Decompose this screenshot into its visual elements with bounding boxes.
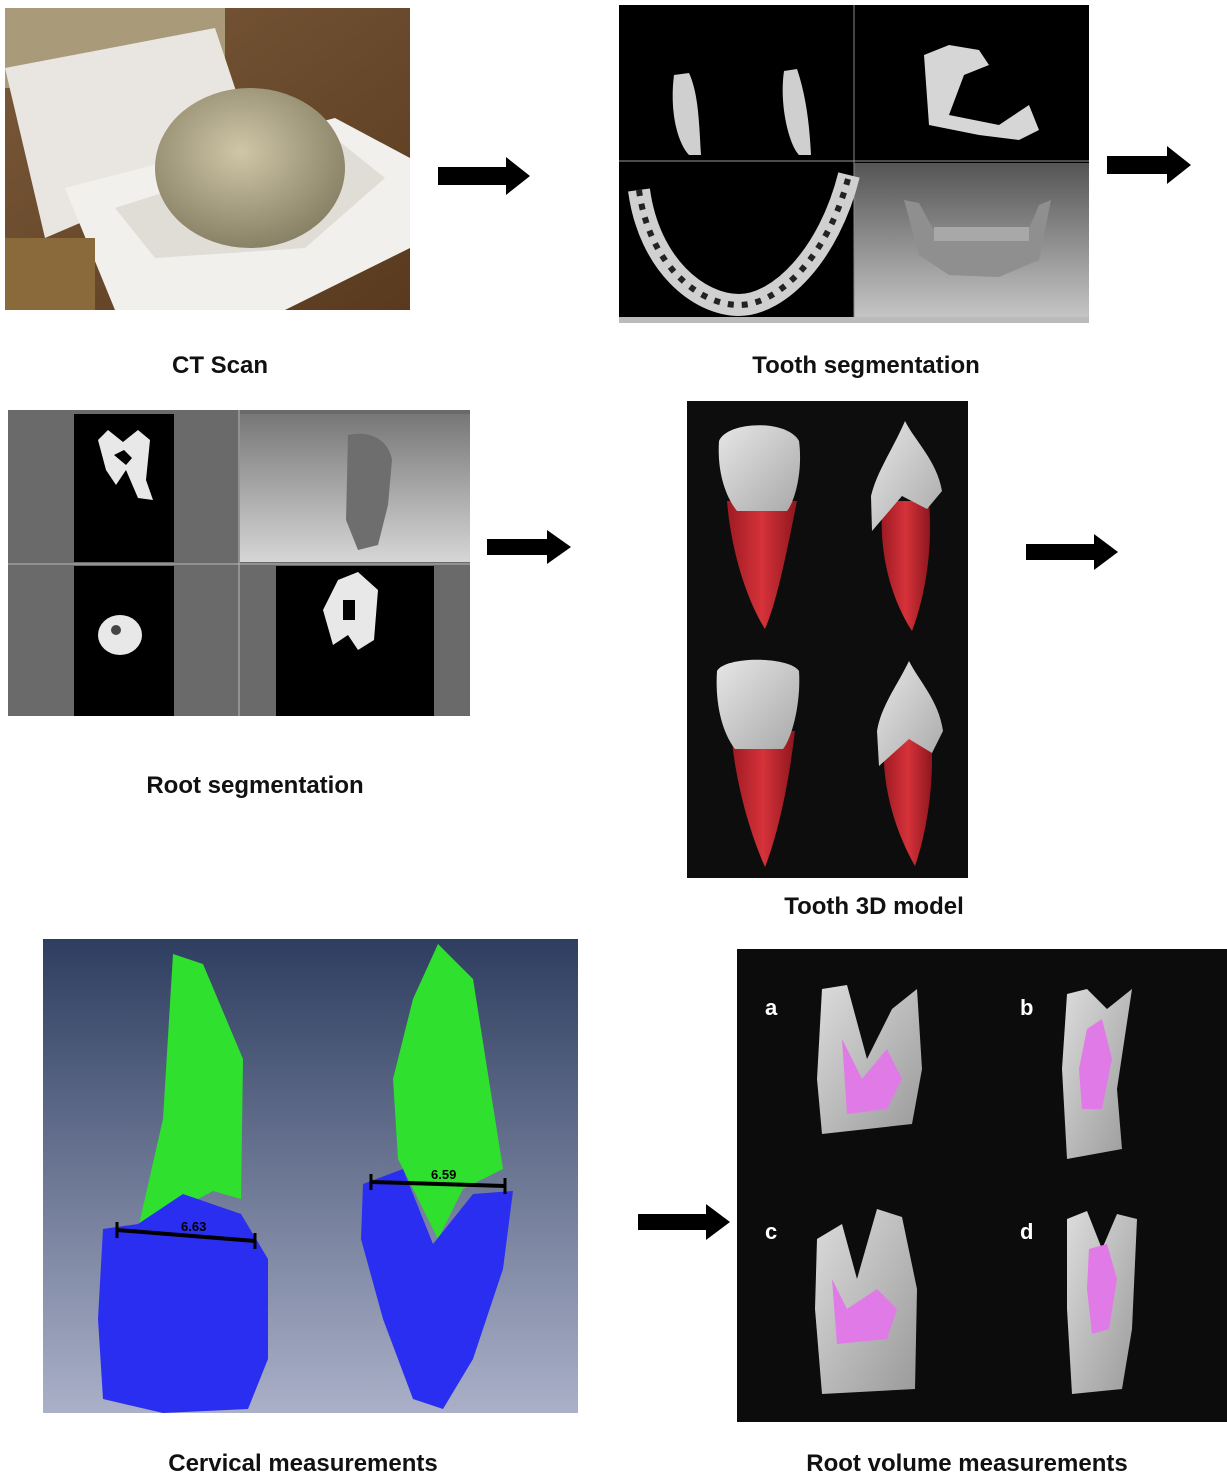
root-volume-measurements-image: a b c d (737, 949, 1227, 1422)
panel-label-d: d (1020, 1219, 1033, 1244)
caption-tooth-3d-model: Tooth 3D model (724, 893, 1024, 921)
ct-scan-photo (5, 8, 410, 310)
arrow-right-icon (438, 157, 530, 195)
panel-label-a: a (765, 995, 778, 1020)
panel-label-c: c (765, 1219, 777, 1244)
caption-cervical-measurements: Cervical measurements (138, 1450, 468, 1478)
measure-value-left: 6.63 (181, 1219, 206, 1234)
caption-tooth-segmentation: Tooth segmentation (716, 352, 1016, 380)
caption-root-volume-measurements: Root volume measurements (772, 1450, 1162, 1478)
cervical-measurements-image: 6.63 6.59 (43, 939, 578, 1413)
root-segmentation-image (8, 410, 470, 716)
caption-root-segmentation: Root segmentation (105, 772, 405, 800)
panel-label-b: b (1020, 995, 1033, 1020)
arrow-right-icon (1107, 146, 1191, 184)
tooth-3d-model-image (687, 401, 968, 878)
arrow-right-icon (487, 530, 571, 564)
arrow-right-icon (1026, 534, 1118, 570)
tooth-segmentation-image (619, 5, 1089, 323)
measure-value-right: 6.59 (431, 1167, 456, 1182)
caption-ct-scan: CT Scan (120, 352, 320, 380)
arrow-right-icon (638, 1204, 730, 1240)
